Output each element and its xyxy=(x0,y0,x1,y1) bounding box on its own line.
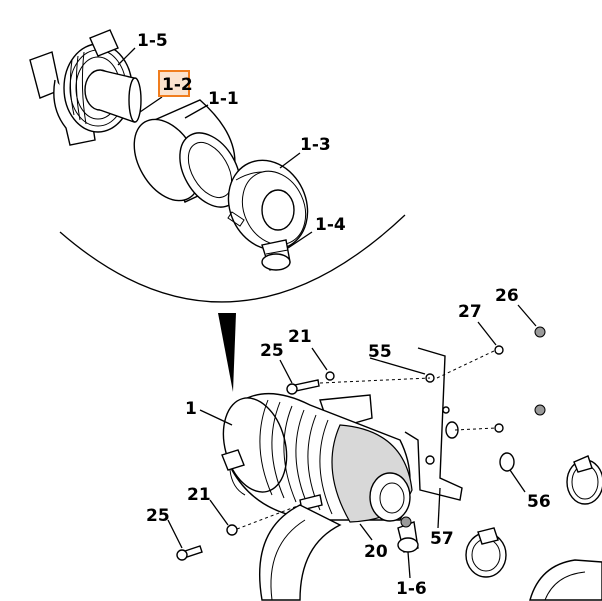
spacer-56-drawing xyxy=(499,452,515,472)
label-26: 26 xyxy=(495,286,519,306)
leader-lines xyxy=(117,47,537,579)
main-assembly xyxy=(176,326,602,601)
nut-right-drawing xyxy=(534,404,546,416)
label-1-5: 1-5 xyxy=(137,31,168,51)
label-1-2: 1-2 xyxy=(162,75,193,95)
clamp-right-drawing xyxy=(566,455,602,505)
label-21-top: 21 xyxy=(288,327,312,347)
nut-26-drawing xyxy=(534,326,546,338)
housing-1-5-drawing xyxy=(29,29,142,146)
label-57: 57 xyxy=(430,529,454,549)
callout-labels: 1-5 1-2 1-1 1-3 1-4 26 27 21 25 55 1 21 … xyxy=(137,31,551,599)
label-1-6: 1-6 xyxy=(396,579,427,599)
label-56: 56 xyxy=(527,492,551,512)
valve-1-4-drawing xyxy=(261,239,291,271)
cover-1-3-drawing xyxy=(227,159,309,251)
detail-view xyxy=(29,29,406,392)
washer-21-top-drawing xyxy=(325,371,335,381)
label-1-3: 1-3 xyxy=(300,135,331,155)
detail-pointer xyxy=(218,313,236,392)
label-21-bottom: 21 xyxy=(187,485,211,505)
clamp-bottom-drawing xyxy=(465,527,507,578)
highlight-box-1-2 xyxy=(158,70,190,97)
hose-end-drawing xyxy=(529,559,602,601)
valve-1-6-drawing xyxy=(397,516,419,553)
hose-20-drawing xyxy=(258,504,342,601)
filter-element-1-1-drawing xyxy=(133,99,241,208)
label-25-bottom: 25 xyxy=(146,506,170,526)
air-cleaner-body-1-drawing xyxy=(221,393,413,523)
label-1: 1 xyxy=(185,399,197,419)
label-55: 55 xyxy=(368,342,392,362)
washer-27-drawing xyxy=(494,345,504,355)
label-1-4: 1-4 xyxy=(315,215,346,235)
label-25-top: 25 xyxy=(260,341,284,361)
label-27: 27 xyxy=(458,302,482,322)
washer-21-bottom-drawing xyxy=(226,524,238,536)
label-20: 20 xyxy=(364,542,388,562)
label-1-1: 1-1 xyxy=(208,89,239,109)
bracket-drawing xyxy=(404,347,463,501)
detail-view-arc xyxy=(59,214,406,303)
washer-right-drawing xyxy=(494,423,504,433)
